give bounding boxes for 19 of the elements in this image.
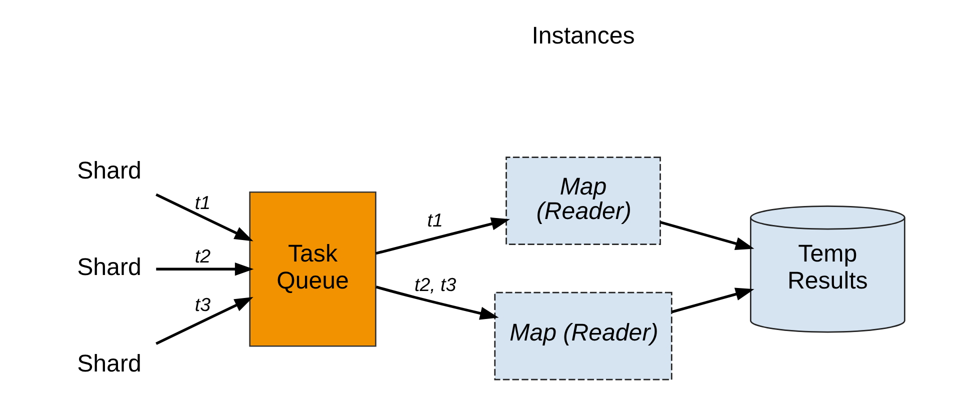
arrow (376, 217, 510, 255)
arrow (672, 288, 754, 314)
node-box: Map (Reader) (506, 156, 661, 246)
edge-label: t1 (427, 210, 443, 231)
arrow (156, 297, 254, 345)
edge-label: t2 (194, 246, 211, 267)
node-text: Shard (77, 158, 142, 185)
label: Instances (532, 22, 635, 50)
node-text: Shard (77, 350, 142, 378)
arrow (156, 193, 254, 242)
edge-label: t3 (194, 294, 211, 315)
arrow (660, 220, 754, 250)
node-text: Shard (77, 254, 142, 282)
arrow (156, 262, 254, 276)
node-box: Task Queue (249, 191, 376, 347)
node-box: Map (Reader) (494, 292, 672, 380)
edge-label: t2, t3 (414, 274, 456, 295)
arrow (376, 286, 499, 320)
edge-label: t1 (194, 192, 211, 214)
